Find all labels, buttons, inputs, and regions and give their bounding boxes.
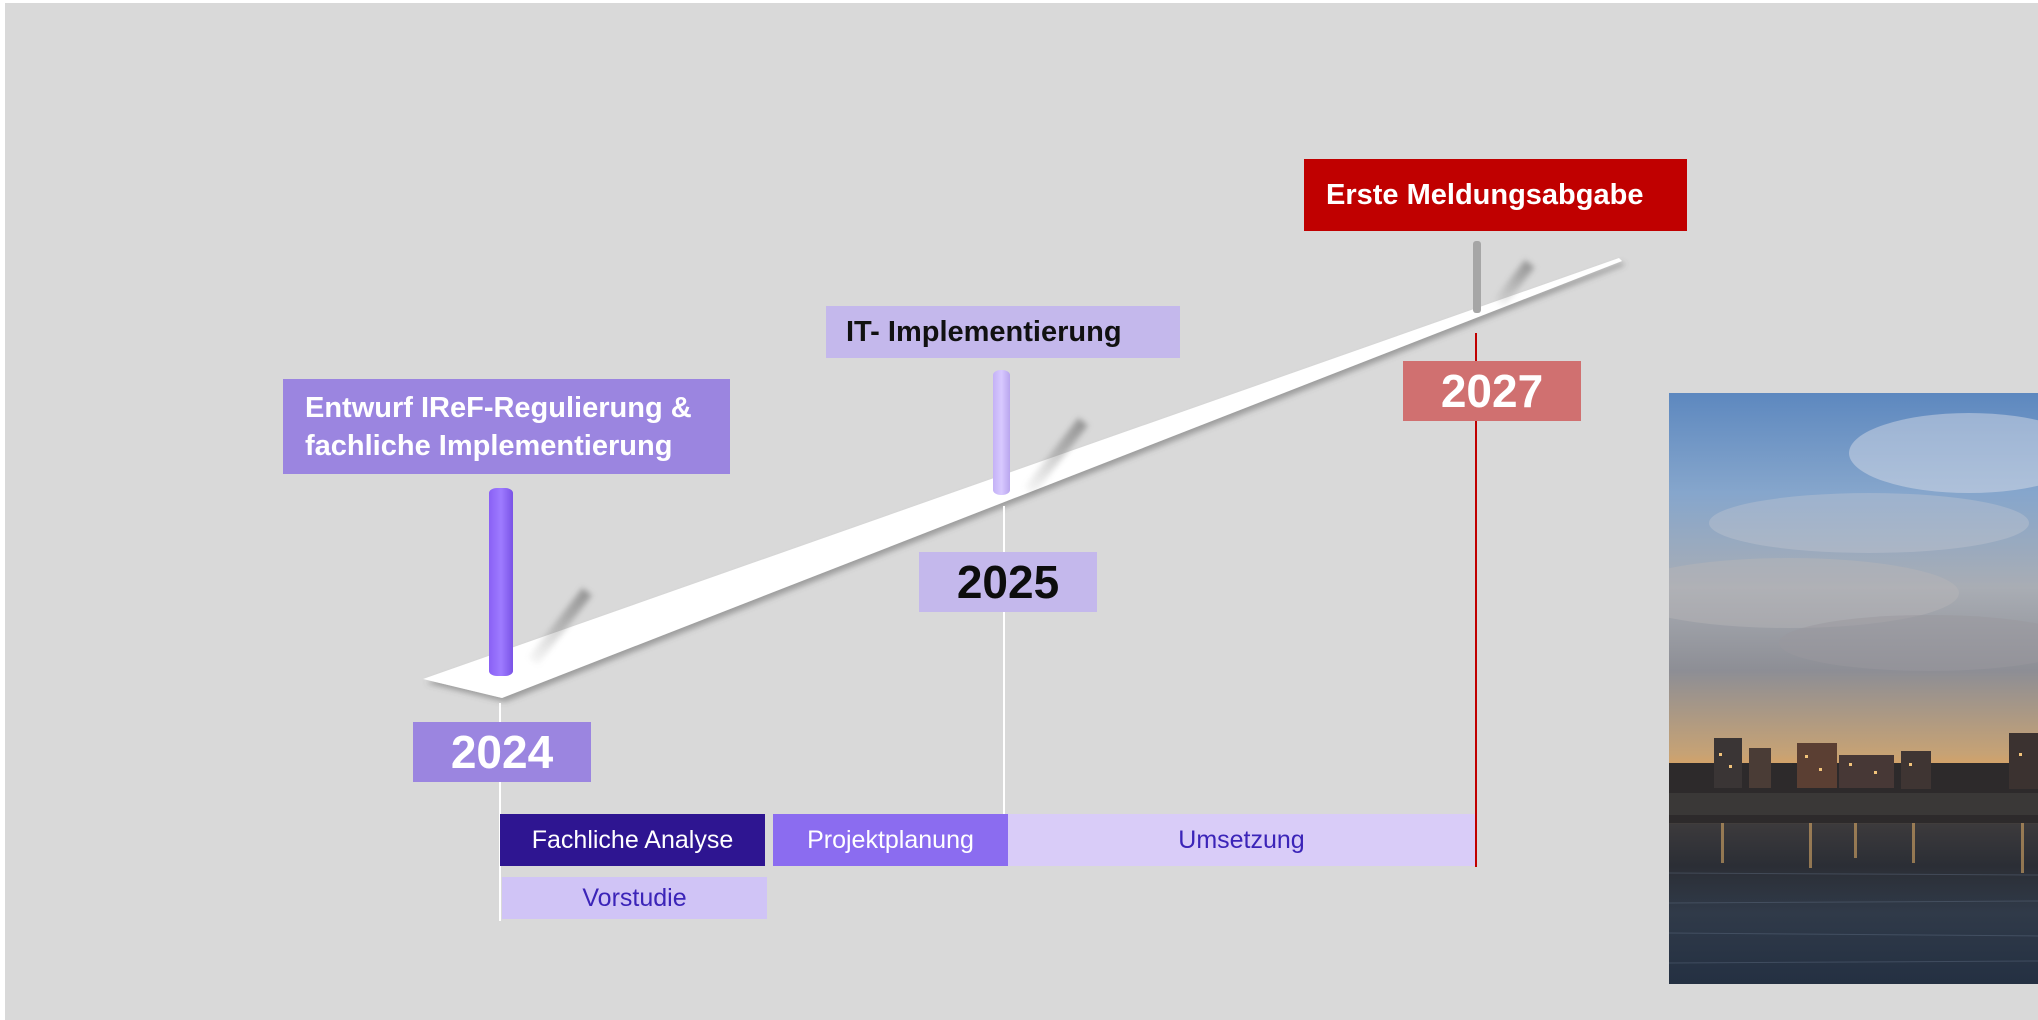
- milestone-label-draft-regulation: Entwurf IReF-Regulierung & fachliche Imp…: [283, 379, 730, 474]
- year-2025-text: 2025: [956, 556, 1060, 608]
- phase-prestudy-text: Vorstudie: [582, 883, 687, 912]
- phase-planning-text: Projektplanung: [807, 825, 974, 854]
- year-2027-text: 2027: [1440, 365, 1544, 417]
- milestone-label-it-text: IT- Implementierung: [846, 316, 1122, 348]
- timeline-ramp: [423, 258, 1622, 698]
- deadline-line-2027: [1475, 333, 1477, 867]
- year-label-2025: 2025: [919, 552, 1097, 612]
- city-waterfront-photo: [1669, 393, 2038, 984]
- milestone-pillar-2025: [993, 370, 1010, 495]
- year-label-2024: 2024: [413, 722, 591, 782]
- milestone-label-draft-text: Entwurf IReF-Regulierung & fachliche Imp…: [305, 391, 692, 462]
- guide-line-2025: [1003, 506, 1005, 818]
- phase-bar-planning: Projektplanung: [773, 814, 1008, 866]
- phase-bar-implementation: Umsetzung: [1008, 814, 1475, 866]
- phase-analysis-text: Fachliche Analyse: [531, 825, 734, 854]
- milestone-pillar-2024: [489, 488, 513, 676]
- year-2024-text: 2024: [450, 726, 554, 778]
- skyline-drawing: [1669, 413, 2038, 964]
- milestone-label-first-report-text: Erste Meldungsabgabe: [1326, 179, 1644, 211]
- phase-implementation-text: Umsetzung: [1178, 825, 1305, 854]
- milestone-label-it-implementation: IT- Implementierung: [826, 306, 1180, 358]
- timeline-slide: Entwurf IReF-Regulierung & fachliche Imp…: [5, 3, 2038, 1020]
- phase-bar-prestudy: Vorstudie: [502, 877, 767, 919]
- phase-bar-analysis: Fachliche Analyse: [500, 814, 765, 866]
- guide-line-2024: [499, 703, 501, 921]
- year-label-2027: 2027: [1403, 361, 1581, 421]
- milestone-label-first-report: Erste Meldungsabgabe: [1304, 159, 1687, 231]
- milestone-pillar-2027: [1473, 241, 1481, 313]
